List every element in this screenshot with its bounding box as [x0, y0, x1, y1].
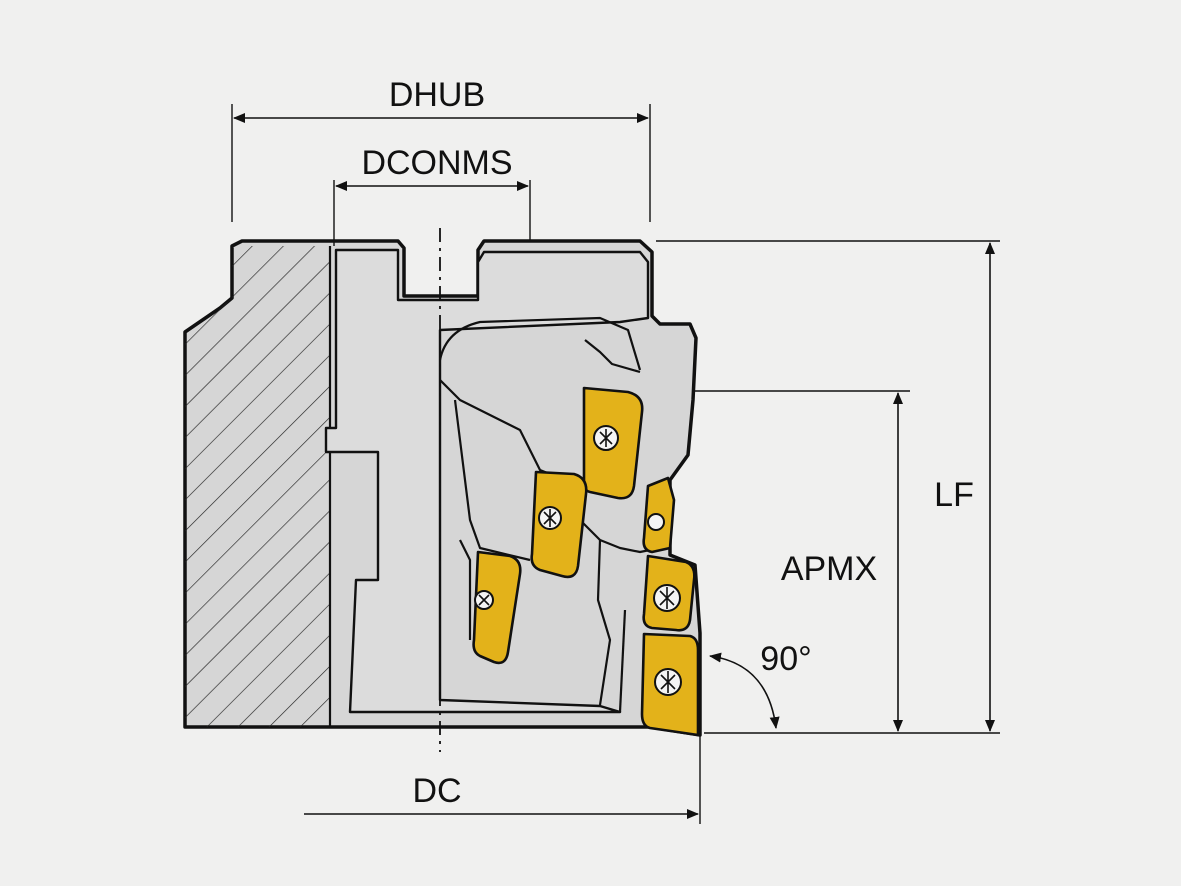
angle-label: 90° — [760, 640, 811, 678]
dimension-angle: 90° — [709, 640, 812, 729]
angle-arc — [709, 652, 780, 729]
dimension-apmx: APMX — [694, 390, 910, 732]
flute-edge-bottom — [596, 539, 612, 706]
relief-edge — [618, 609, 627, 713]
dc-label: DC — [412, 772, 461, 810]
section-hatching — [185, 246, 330, 727]
flute-edge-top — [438, 316, 642, 371]
insert-6 — [640, 632, 700, 737]
insert-4 — [642, 476, 676, 554]
dimension-lf: LF — [656, 240, 1000, 734]
dimension-dc: DC — [304, 736, 701, 824]
flute-edge-left — [459, 539, 472, 640]
pocket-wall — [584, 339, 641, 374]
dhub-label: DHUB — [389, 76, 485, 114]
flute-edge-middle — [453, 399, 531, 562]
inserts — [472, 386, 700, 737]
bore-profile — [324, 248, 650, 714]
lf-label: LF — [934, 476, 974, 514]
insert-3 — [472, 550, 522, 665]
insert-2 — [530, 470, 588, 579]
insert-1 — [582, 386, 644, 500]
apmx-label: APMX — [781, 550, 877, 588]
dimension-dhub: DHUB — [231, 76, 651, 222]
cutter-body — [183, 239, 702, 737]
insert-5 — [642, 554, 696, 632]
insert-screw — [647, 513, 665, 531]
dconms-label: DCONMS — [361, 144, 512, 182]
dimension-dconms: DCONMS — [333, 144, 531, 246]
